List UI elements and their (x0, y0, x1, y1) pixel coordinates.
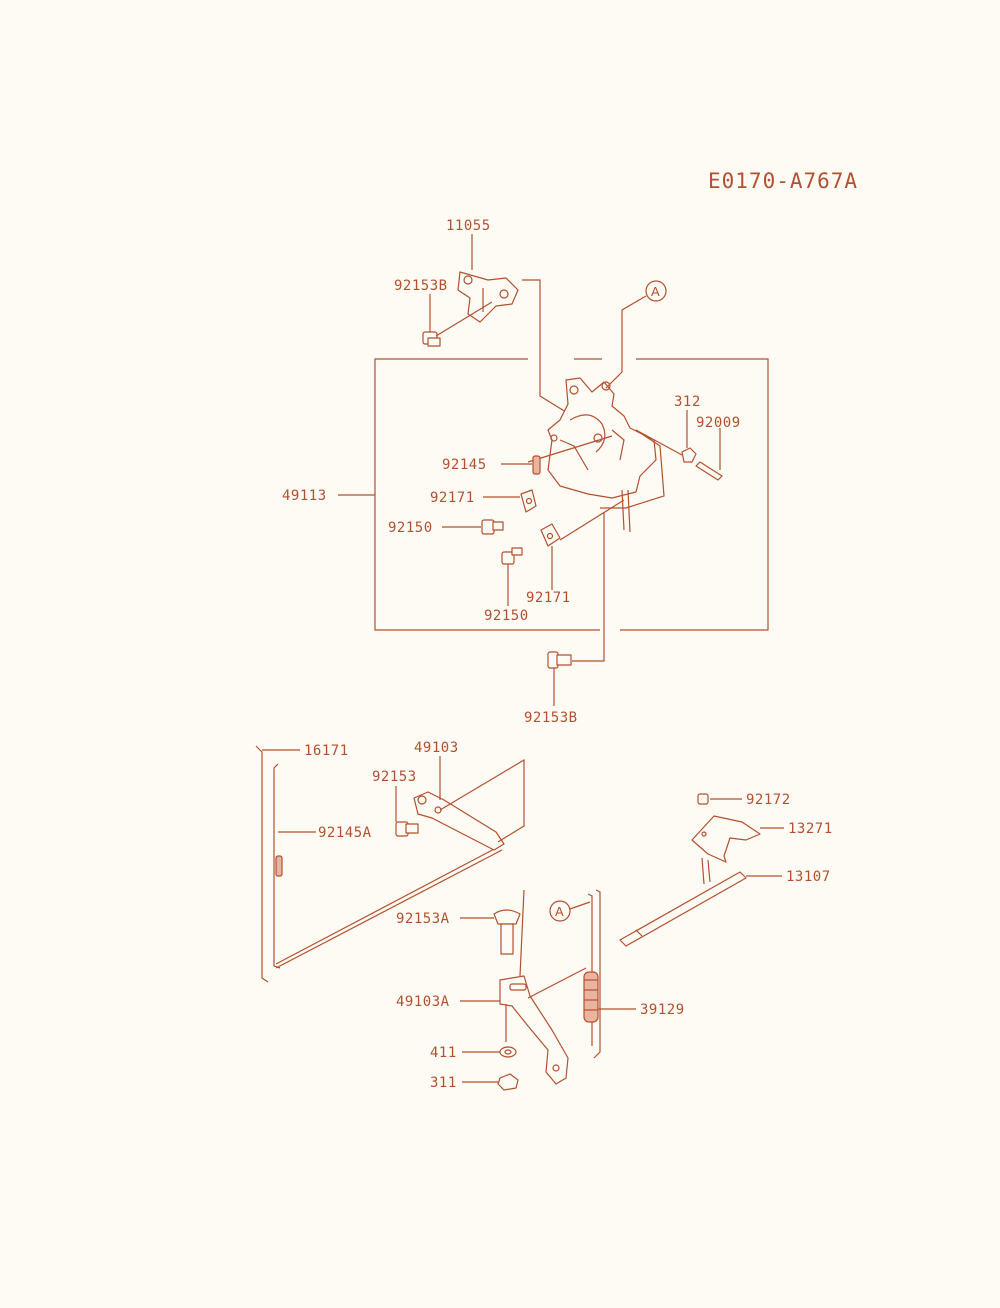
label-13107[interactable]: 13107 (786, 869, 831, 885)
part-16171-rod[interactable] (255, 745, 503, 983)
part-92172-screw[interactable] (697, 793, 709, 805)
label-92171-b[interactable]: 92171 (526, 590, 571, 606)
label-411[interactable]: 411 (430, 1045, 457, 1061)
callout-a-top: A (645, 280, 667, 302)
label-39129[interactable]: 39129 (640, 1002, 685, 1018)
part-312-nut[interactable] (681, 447, 697, 463)
label-92150-b[interactable]: 92150 (484, 608, 529, 624)
label-11055[interactable]: 11055 (446, 218, 491, 234)
label-92009[interactable]: 92009 (696, 415, 741, 431)
label-92145a[interactable]: 92145A (318, 825, 372, 841)
part-49103a-arm[interactable] (499, 975, 569, 1085)
label-92150-a[interactable]: 92150 (388, 520, 433, 536)
part-11055-plate[interactable] (457, 271, 519, 323)
label-92153a[interactable]: 92153A (396, 911, 450, 927)
part-92153a-bolt[interactable] (493, 909, 521, 955)
label-49103a[interactable]: 49103A (396, 994, 450, 1010)
part-13271-plate[interactable] (691, 815, 761, 885)
diagram-code: E0170-A767A (708, 169, 858, 193)
part-92171-clip-b[interactable] (540, 523, 561, 547)
part-311-nut[interactable] (497, 1073, 519, 1091)
label-92153[interactable]: 92153 (372, 769, 417, 785)
part-92150-screw-a[interactable] (481, 519, 504, 535)
part-92153b-bolt-top[interactable] (422, 331, 441, 347)
label-92153b-top[interactable]: 92153B (394, 278, 448, 294)
part-92009-bolt[interactable] (695, 461, 723, 481)
svg-text:A: A (651, 284, 660, 299)
label-92153b-bottom[interactable]: 92153B (524, 710, 578, 726)
part-92150-screw-b[interactable] (501, 547, 523, 565)
label-92145[interactable]: 92145 (442, 457, 487, 473)
part-411-washer[interactable] (499, 1046, 517, 1058)
label-49103[interactable]: 49103 (414, 740, 459, 756)
part-13107-shaft[interactable] (619, 871, 747, 947)
label-16171[interactable]: 16171 (304, 743, 349, 759)
part-39129-spring[interactable] (583, 971, 599, 1023)
part-92153-bolt[interactable] (395, 821, 419, 837)
part-92153b-bolt-bottom[interactable] (547, 651, 572, 669)
label-92172[interactable]: 92172 (746, 792, 791, 808)
label-312[interactable]: 312 (674, 394, 701, 410)
callout-a-bottom: A (549, 900, 571, 922)
part-92145-spring[interactable] (532, 455, 541, 475)
part-92145a-spring[interactable] (275, 855, 283, 877)
part-control-bracket[interactable] (547, 377, 657, 533)
part-92171-clip-a[interactable] (520, 489, 537, 513)
svg-text:A: A (555, 904, 564, 919)
label-49113[interactable]: 49113 (282, 488, 327, 504)
label-13271[interactable]: 13271 (788, 821, 833, 837)
label-92171-a[interactable]: 92171 (430, 490, 475, 506)
part-49103-lever[interactable] (413, 791, 505, 851)
label-311[interactable]: 311 (430, 1075, 457, 1091)
